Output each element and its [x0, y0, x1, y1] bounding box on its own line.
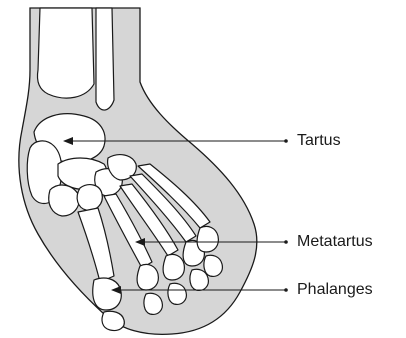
tartus-leader-dot — [284, 139, 288, 143]
phalanx-1-distal — [102, 311, 124, 330]
cuneiform-bone-2 — [77, 185, 102, 211]
phalanx-5-distal — [204, 255, 222, 276]
cuboid-bone — [49, 185, 79, 216]
phalanx-2-proximal — [137, 264, 158, 290]
phalanx-3-proximal — [163, 254, 184, 280]
phalanx-2-distal — [144, 293, 162, 314]
tibia-bone — [37, 8, 94, 98]
fibula-bone — [96, 8, 114, 110]
metatartus-leader-dot — [284, 240, 288, 244]
phalanges-leader-dot — [284, 288, 288, 292]
phalanx-3-distal — [168, 283, 186, 304]
phalanx-5-proximal — [197, 226, 218, 252]
phalanx-1-proximal — [93, 278, 121, 310]
leader-dots — [284, 139, 288, 292]
tartus-label: Tartus — [297, 132, 341, 150]
phalanges-label: Phalanges — [297, 281, 373, 299]
metatartus-label: Metatartus — [297, 233, 373, 251]
